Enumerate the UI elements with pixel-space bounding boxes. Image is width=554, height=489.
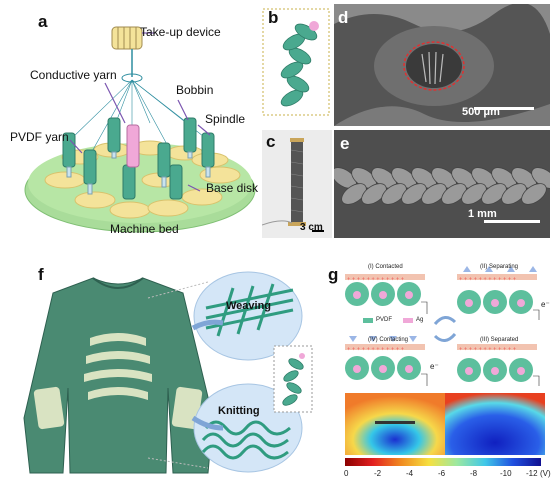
cbar-tick-4: -8 <box>470 469 478 478</box>
take-up-device <box>111 26 143 83</box>
colorbar-ticks: 0 -2 -4 -6 -8 -10 -12 <box>338 467 548 481</box>
potential-simulation-maps <box>345 393 545 455</box>
pvdf-yarn-label: PVDF yarn <box>10 130 69 144</box>
panel-g-label: g <box>328 265 339 284</box>
stage3-label: (III) Separated <box>480 337 519 343</box>
smart-shirt-illustration <box>23 271 313 474</box>
conductive-bobbin <box>126 124 140 168</box>
panel-c-scalebar-label: 3 cm <box>300 222 323 233</box>
svg-text:+ + + + + + + + + + + +: + + + + + + + + + + + + <box>459 277 517 283</box>
bobbin-label: Bobbin <box>176 83 214 97</box>
cbar-tick-3: -6 <box>438 469 446 478</box>
conductive-yarn-label: Conductive yarn <box>30 68 117 82</box>
cbar-unit: (V) <box>540 469 551 478</box>
cbar-tick-2: -4 <box>406 469 414 478</box>
weaving-label: Weaving <box>226 300 272 312</box>
cbar-tick-5: -10 <box>500 469 512 478</box>
sem-cross-section-image <box>334 4 550 126</box>
bobbins <box>62 117 215 200</box>
panel-e-label: e <box>340 134 350 153</box>
stage1-label: (I) Contacted <box>368 264 403 270</box>
yarn-spool-photo <box>262 130 332 238</box>
cbar-tick-0: 0 <box>344 469 349 478</box>
svg-text:+ + + + + + + + + + + +: + + + + + + + + + + + + <box>347 277 405 283</box>
svg-text:+ + + + + + + + + + + +: + + + + + + + + + + + + <box>459 347 517 353</box>
stage4-label: (IV) Contacting <box>368 337 409 343</box>
working-mechanism-diagram: + + + + + + + + + + + + + + + + + + + + … <box>345 266 540 386</box>
svg-text:+ + + + + + + + + + + +: + + + + + + + + + + + + <box>347 347 405 353</box>
braiding-machine-illustration <box>24 26 256 233</box>
cbar-tick-1: -2 <box>374 469 382 478</box>
machine-bed-label: Machine bed <box>110 222 179 236</box>
panel-a-label: a <box>38 12 48 31</box>
braid-structure-illustration <box>262 8 330 116</box>
colorbar <box>345 458 541 466</box>
cbar-tick-6: -12 <box>526 469 538 478</box>
panel-e-scalebar-label: 1 mm <box>468 208 497 220</box>
sem-braid-surface-image <box>334 130 550 238</box>
panel-d-scalebar-label: 500 μm <box>462 106 500 118</box>
panel-f-label: f <box>38 265 44 284</box>
legend-ag-label: Ag <box>416 317 424 323</box>
panel-b-label: b <box>268 8 279 27</box>
electron-label-contacting: e⁻ <box>430 362 439 371</box>
takeup-label: Take-up device <box>140 25 221 39</box>
knitting-label: Knitting <box>218 405 260 417</box>
spindle-label: Spindle <box>205 112 246 126</box>
electron-label-separating: e⁻ <box>541 300 550 309</box>
panel-c-label: c <box>266 132 276 151</box>
stage2-label: (II) Separating <box>480 264 519 270</box>
legend-pvdf-label: PVDF <box>376 317 393 323</box>
panel-d-label: d <box>338 8 349 27</box>
base-disk-label: Base disk <box>206 181 259 195</box>
